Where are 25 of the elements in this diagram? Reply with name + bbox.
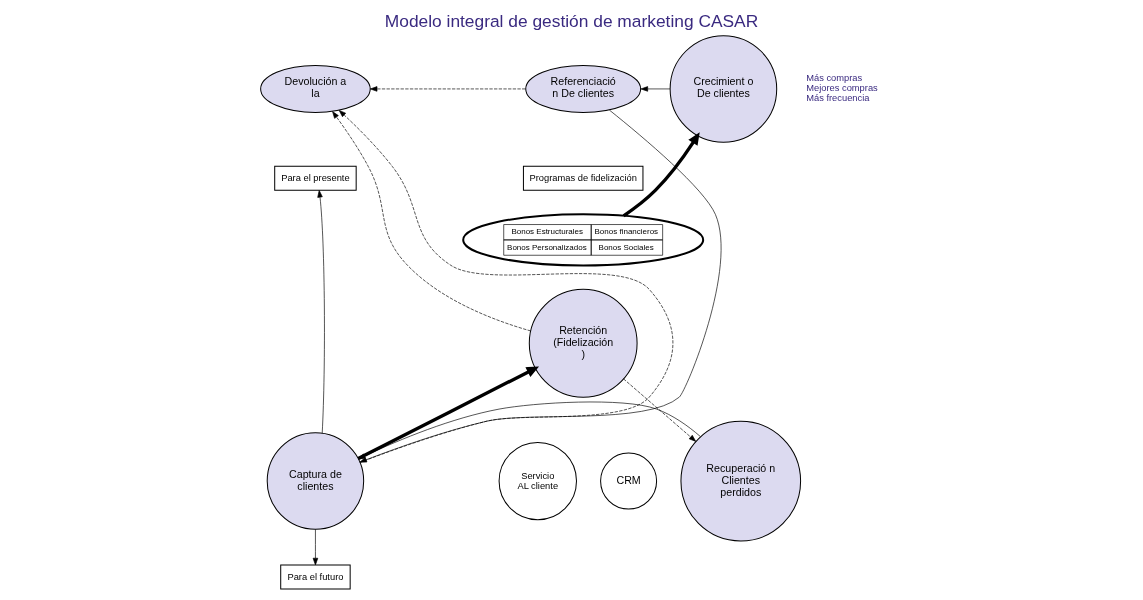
diagram-title: Modelo integral de gestión de marketing CASAR [384, 11, 759, 32]
arrow [640, 86, 671, 92]
node-circle: Crecimient o De clientes [669, 35, 778, 143]
node-ellipse: Referenciació n De clientes [525, 64, 642, 113]
node-circle: Retención (Fidelización ) [528, 288, 638, 398]
node-circle: Servicio AL cliente [498, 441, 577, 521]
arrow [622, 132, 700, 218]
arrow [317, 190, 325, 434]
arrow [623, 378, 697, 442]
arrow [312, 529, 319, 566]
node-box: Para el presente [274, 165, 357, 191]
node-circle: Recuperació n Clientes perdidos [680, 420, 802, 542]
node-label: Más compras [806, 73, 863, 84]
node-box: Programas de fidelización [522, 165, 644, 191]
arrow [359, 109, 722, 463]
node-circle: CRM [600, 452, 658, 510]
node-ellipse: Devolución a la [260, 64, 371, 113]
node-label: Más frecuencia [806, 93, 870, 104]
node-box: Para el futuro [280, 564, 351, 590]
arrow [370, 86, 526, 92]
arrow [357, 366, 540, 461]
node-label: Mejores compras [806, 83, 878, 94]
arrow [332, 111, 532, 332]
arrow [338, 110, 674, 463]
arrow [358, 401, 701, 460]
